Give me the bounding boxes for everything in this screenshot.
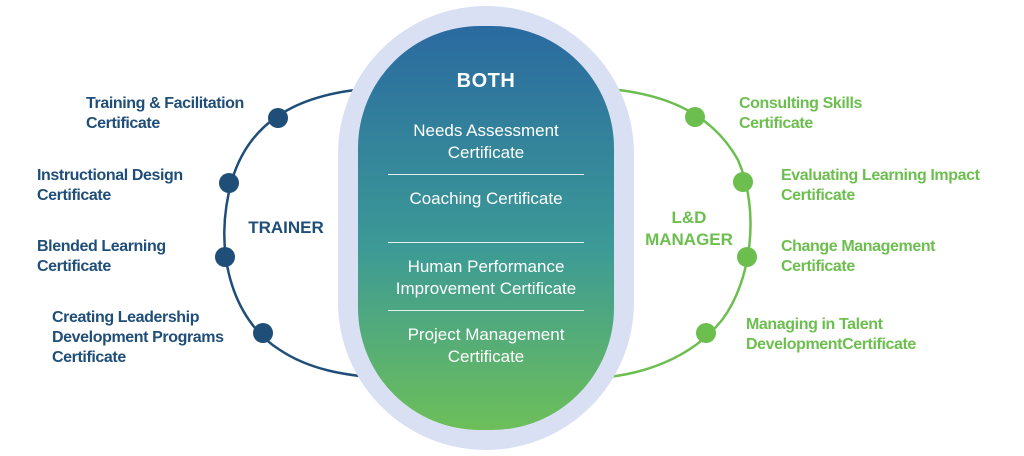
both-item-hpi: Human Performance Improvement Certificat… (395, 257, 577, 298)
manager-dot (685, 107, 705, 127)
manager-item-change-management: Change Management Certificate (781, 238, 936, 275)
trainer-item-leadership-development: Creating Leadership Development Programs… (52, 309, 224, 366)
manager-item-evaluating-learning-impact: Evaluating Learning Impact Certificate (781, 167, 980, 204)
both-capsule (358, 26, 614, 430)
trainer-dot (219, 173, 239, 193)
both-item-project-management: Project Management Certificate (407, 325, 565, 366)
both-panel: BOTH Needs Assessment Certificate Coachi… (358, 26, 614, 430)
manager-dot (737, 247, 757, 267)
trainer-title: TRAINER (248, 218, 324, 237)
manager-title: L&D MANAGER (645, 208, 733, 249)
trainer-dot (253, 323, 273, 343)
both-divider (388, 242, 584, 243)
trainer-dot (268, 108, 288, 128)
both-item-coaching: Coaching Certificate (409, 189, 563, 208)
both-heading: BOTH (456, 70, 516, 92)
manager-item-consulting-skills: Consulting Skills Certificate (739, 95, 862, 132)
manager-dot (696, 323, 716, 343)
manager-dot (733, 172, 753, 192)
trainer-item-instructional-design: Instructional Design Certificate (37, 167, 183, 204)
trainer-item-training-facilitation: Training & Facilitation Certificate (86, 95, 244, 132)
manager-arc (597, 86, 752, 380)
trainer-item-blended-learning: Blended Learning Certificate (37, 238, 166, 275)
both-item-needs-assessment: Needs Assessment Certificate (413, 121, 559, 162)
both-divider (388, 310, 584, 311)
manager-item-talent-development: Managing in Talent DevelopmentCertificat… (746, 316, 916, 353)
trainer-dot (215, 247, 235, 267)
both-divider (388, 174, 584, 175)
